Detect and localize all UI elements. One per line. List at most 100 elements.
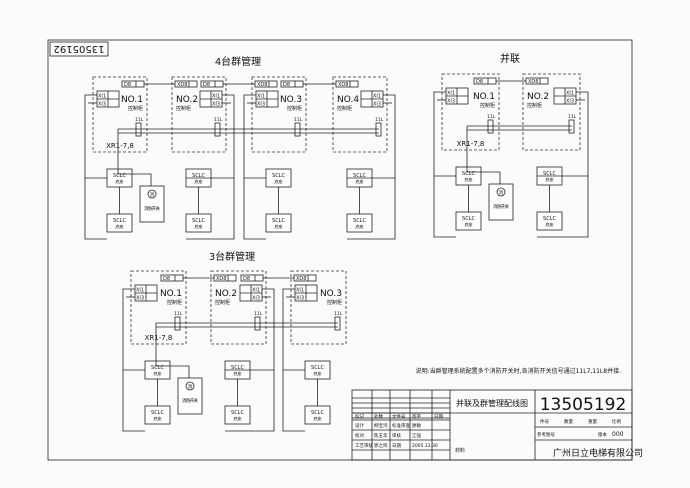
rev-header: 文件号 [392, 413, 406, 420]
sclc-sub-label: 底座 [465, 221, 473, 227]
sclc-label: SCLC [543, 216, 556, 222]
xd8-terminal-label: XD8 [177, 82, 187, 88]
cabinet-four-4 [332, 76, 388, 153]
fire-switch-wire [117, 129, 152, 186]
group-title-parallel: 并联 [500, 52, 520, 65]
xi3-label: XI3 [252, 296, 260, 302]
sclc-label: SCLC [543, 171, 556, 177]
sclc-label: SCLC [231, 410, 244, 416]
version-value: 000 [612, 431, 624, 438]
sclc-sub-label: 底座 [356, 223, 364, 229]
11l-terminal [214, 122, 221, 137]
fire-switch-icon [496, 187, 506, 197]
xd8-terminal-label: XD8 [257, 82, 267, 88]
cabinet-number-label: NO.3 [280, 95, 302, 105]
sign-role: 标准审查 [392, 422, 410, 429]
fire-icon-glyph: 消 [188, 383, 193, 390]
cabinet-three-1 [130, 270, 187, 345]
sign-role: 审核 [392, 432, 401, 439]
cabinet-number-label: NO.3 [320, 289, 342, 299]
cabinet-type-label: 控制柜 [337, 105, 352, 112]
11l-terminal [334, 316, 341, 331]
xd8-terminal-label: XD8 [528, 79, 538, 85]
11l-terminal [254, 316, 261, 331]
sclc-label: SCLC [151, 410, 164, 416]
sign-role: 工艺审核 [355, 442, 373, 449]
rotated-number-box [49, 41, 109, 57]
sclc-label: SCLC [272, 218, 285, 224]
cabinet-type-label: 控制柜 [527, 102, 542, 109]
sclc-sub-label: 底座 [116, 178, 124, 184]
xd8-terminal-label: XD8 [216, 276, 226, 282]
sclc-label: SCLC [192, 218, 205, 224]
sclc-label: SCLC [353, 173, 366, 179]
cabinet-type-label: 控制柜 [128, 105, 143, 112]
xi1-label: XI1 [98, 94, 106, 100]
xi1-wire [122, 288, 145, 432]
cabinet-number-label: NO.2 [215, 289, 237, 299]
sclc-sub-label: 底座 [546, 221, 554, 227]
sheet-border [47, 39, 633, 461]
xi3-label: XI3 [447, 99, 455, 105]
sclc-sub-label: 底座 [314, 370, 322, 376]
sclc-label: SCLC [151, 365, 164, 371]
fire-switch-label: 消防开关 [493, 203, 510, 210]
11l-label: 11L [254, 311, 263, 317]
cabinet-number-label: NO.2 [527, 92, 549, 102]
11l-label: 11L [135, 117, 144, 123]
sclc-sub-label: 底座 [154, 370, 162, 376]
11l-terminal [174, 316, 181, 331]
fire-switch-label: 消防开关 [144, 205, 161, 212]
11l-label: 11L [375, 117, 384, 123]
rotated-drawing-number: 13505192 [54, 43, 105, 54]
sclc-sub-label: 底座 [546, 176, 554, 182]
xi1-label: XI1 [566, 91, 574, 97]
sclc-sub-label: 底座 [195, 223, 203, 229]
sign-name: 陈玉华 [374, 432, 388, 439]
sclc-label: SCLC [311, 410, 324, 416]
sign-name: 廖敏 [412, 422, 421, 429]
version-label: 版本 [598, 431, 607, 438]
fire-switch-box [139, 185, 165, 223]
11l-terminal [135, 122, 142, 137]
xi1-label: XI1 [447, 91, 455, 97]
11l-terminal [568, 119, 575, 134]
sclc-sub-label: 底座 [356, 178, 364, 184]
xr-terminal-label: XR1-7,8 [106, 142, 134, 150]
xi1-wire [347, 94, 396, 240]
sign-role: 日期 [392, 443, 401, 449]
sign-name: 郭之鸣 [374, 442, 388, 449]
sign-name: 柳宝鸿 [374, 422, 388, 429]
d8-terminal-label: D8 [163, 276, 170, 282]
sclc-sub-label: 底座 [275, 223, 283, 229]
part-header: 件号 [540, 418, 549, 425]
drawing-title: 并联及群管理配线图 [456, 398, 528, 408]
fire-icon-glyph: 消 [499, 189, 504, 196]
cabinet-parallel-2 [522, 73, 581, 151]
xi1-wire [433, 91, 456, 238]
d8-terminal-label: D8 [283, 82, 290, 88]
cabinet-type-label: 控制柜 [327, 299, 342, 306]
11l-label: 11L [334, 311, 343, 317]
xd8-terminal-label: XD8 [296, 276, 306, 282]
11l-label: 11L [294, 117, 303, 123]
sclc-label: SCLC [231, 365, 244, 371]
title-block [351, 389, 633, 461]
sign-name: 2005.12.30 [412, 443, 438, 449]
fire-switch-icon [147, 189, 157, 199]
xr-terminal-label: XR1-7,8 [145, 334, 173, 342]
group-title-three: 3台群管理 [209, 250, 255, 263]
11l-terminal [375, 122, 382, 137]
cabinet-four-1 [92, 76, 148, 153]
material-label: 材料 [455, 447, 465, 454]
cabinet-type-label: 控制柜 [287, 105, 302, 112]
fire-switch-wire [466, 126, 501, 184]
xi3-label: XI3 [296, 296, 304, 302]
sclc-label: SCLC [192, 173, 205, 179]
sclc-sub-label: 底座 [314, 415, 322, 421]
company-name: 广州日立电梯有限公司 [553, 447, 643, 459]
cabinet-number-label: NO.2 [176, 95, 198, 105]
xi3-label: XI3 [373, 102, 381, 108]
part-header: 数量 [564, 418, 573, 425]
